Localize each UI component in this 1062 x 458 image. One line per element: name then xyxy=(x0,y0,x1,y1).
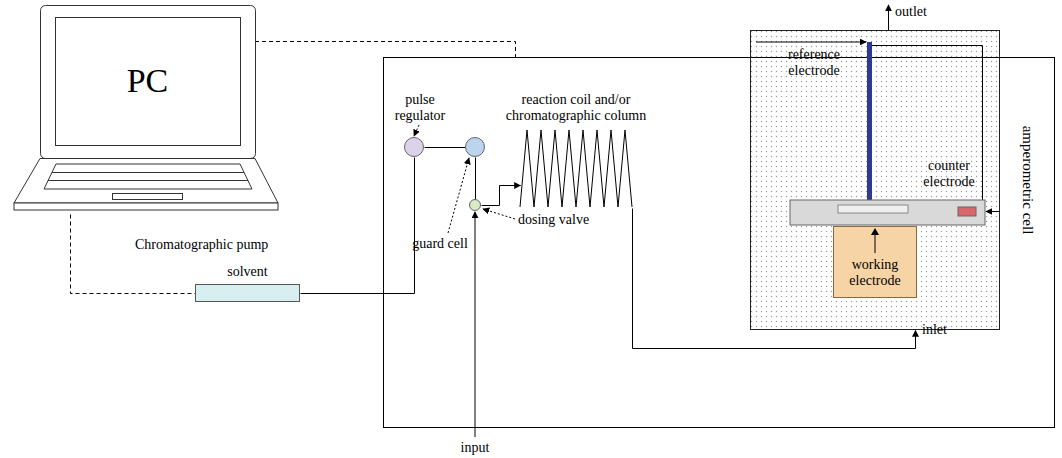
node-text: dosing valve xyxy=(518,212,589,228)
laptop-lid xyxy=(41,6,256,159)
laptop-keyboard xyxy=(44,164,252,189)
arrow-shaft xyxy=(875,234,876,253)
leader-arrow xyxy=(756,42,866,43)
port-label: outlet xyxy=(895,4,927,20)
node-text: pulse regulator xyxy=(385,92,455,124)
solvent-reservoir: solvent xyxy=(195,284,300,302)
node-text: solvent xyxy=(185,264,310,280)
node-text: guard cell xyxy=(410,236,470,252)
node-text: PC xyxy=(55,17,240,145)
flow-connector xyxy=(482,186,521,206)
laptop-touchpad xyxy=(113,194,183,200)
pulse-regulator: pulse regulator xyxy=(404,137,424,157)
part-label: counter electrode xyxy=(918,158,980,190)
laptop-outline xyxy=(12,5,280,214)
leader-arrow xyxy=(986,211,999,212)
leader-arrow xyxy=(448,158,469,233)
port-label: inlet xyxy=(922,322,947,338)
leader-arrow xyxy=(414,125,419,136)
reaction-coil: reaction coil and/or chromatographic col… xyxy=(520,128,632,208)
coil-drawing xyxy=(520,128,632,208)
reference-rod xyxy=(867,42,872,200)
electrode-surface xyxy=(838,205,908,213)
laptop-base xyxy=(14,159,278,204)
counter-electrode-symbol xyxy=(958,207,976,216)
working-electrode: working electrode xyxy=(833,226,917,298)
control-link xyxy=(255,42,516,58)
laptop-screen xyxy=(56,18,241,146)
keyboard-row xyxy=(52,172,244,173)
computer: PC xyxy=(12,5,280,214)
flow-connector xyxy=(475,158,476,200)
part-label: reference electrode xyxy=(778,47,850,79)
leader-arrow xyxy=(483,209,515,219)
laptop-edge xyxy=(14,203,278,210)
flow-connector xyxy=(71,215,196,294)
flow-connector xyxy=(301,158,415,294)
arrow-head xyxy=(871,228,879,235)
node-text: amperometric cell xyxy=(1020,126,1036,235)
cell-stipple xyxy=(750,30,1000,330)
node-text: working electrode xyxy=(838,257,912,289)
pump-label: Chromatographic pump xyxy=(135,237,268,253)
port-label: input xyxy=(450,440,500,456)
node-text: reaction coil and/or chromatographic col… xyxy=(491,92,661,124)
input-arrow xyxy=(475,212,476,437)
keyboard-row xyxy=(48,180,248,181)
reaction-coil xyxy=(520,130,632,207)
cell-frame xyxy=(872,46,983,201)
electrode-block xyxy=(790,200,985,225)
guard-cell: guard cell xyxy=(465,137,485,157)
dosing-valve: dosing valve xyxy=(469,199,481,211)
outlet-arrow xyxy=(888,5,889,30)
flow-connector xyxy=(425,147,466,148)
electrode-arrow xyxy=(834,227,918,257)
